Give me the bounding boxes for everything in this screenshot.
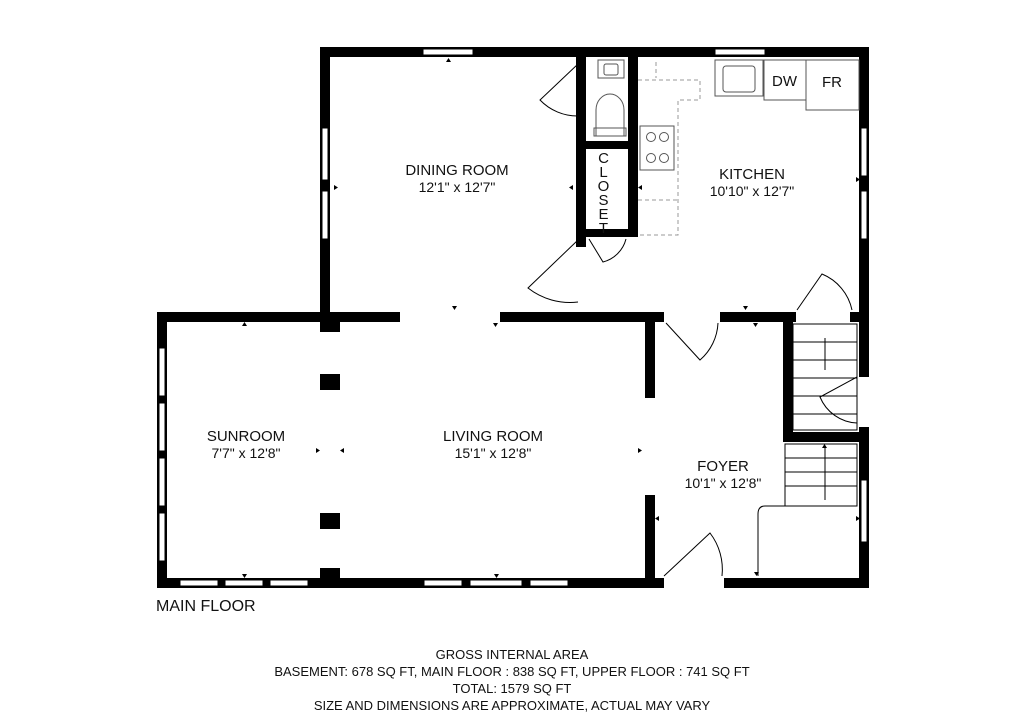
windows xyxy=(158,48,868,587)
dishwasher-label: DW xyxy=(772,73,797,90)
room-name: DINING ROOM xyxy=(405,162,509,179)
bath-fixtures xyxy=(593,59,627,137)
room-name: LIVING ROOM xyxy=(442,428,544,445)
area-breakdown: BASEMENT: 678 SQ FT, MAIN FLOOR : 838 SQ… xyxy=(274,664,750,679)
dimension-markers xyxy=(242,58,860,578)
room-dimensions: 7'7" x 12'8" xyxy=(211,445,281,461)
room-label-sunroom: SUNROOM 7'7" x 12'8" xyxy=(207,428,285,462)
kitchen-fixtures xyxy=(638,59,860,236)
room-label-foyer: FOYER 10'1" x 12'8" xyxy=(685,458,762,492)
room-dimensions: 15'1" x 12'8" xyxy=(454,445,532,461)
room-label-dining: DINING ROOM 12'1" x 12'7" xyxy=(405,162,508,196)
stairs xyxy=(757,323,858,576)
fridge-label: FR xyxy=(822,74,842,91)
room-dimensions: 10'10" x 12'7" xyxy=(709,183,795,199)
openings xyxy=(320,311,870,589)
room-name: SUNROOM xyxy=(206,428,286,445)
area-total: TOTAL: 1579 SQ FT xyxy=(452,681,572,696)
room-dimensions: 10'1" x 12'8" xyxy=(684,475,762,491)
area-disclaimer: SIZE AND DIMENSIONS ARE APPROXIMATE, ACT… xyxy=(313,698,711,713)
room-dimensions: 12'1" x 12'7" xyxy=(418,179,496,195)
room-label-kitchen: KITCHEN 10'10" x 12'7" xyxy=(710,166,795,200)
room-label-living: LIVING ROOM 15'1" x 12'8" xyxy=(443,428,543,462)
room-name: KITCHEN xyxy=(719,166,785,183)
room-name: FOYER xyxy=(697,458,749,475)
area-heading: GROSS INTERNAL AREA xyxy=(435,647,589,662)
floor-label: MAIN FLOOR xyxy=(156,598,256,615)
closet-label: CLOSET xyxy=(595,150,612,234)
